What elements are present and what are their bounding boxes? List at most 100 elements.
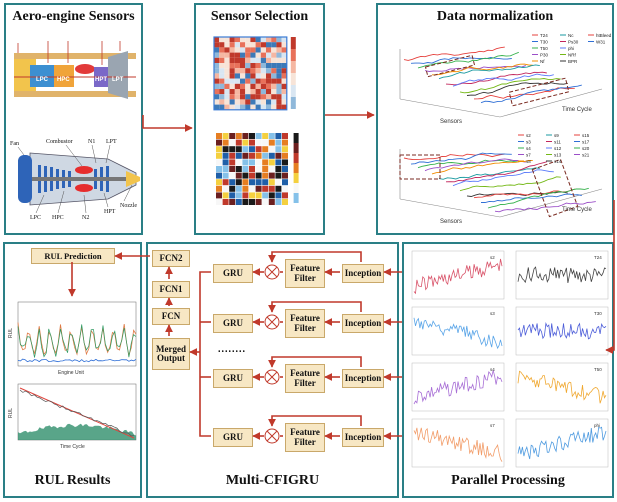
legend-label: W31 [596,40,606,45]
legend-label: T24 [540,33,548,38]
combustor-block [75,64,95,74]
heatmap-cell [271,73,277,79]
heatmap-cell [214,94,220,100]
colorbar-segment [290,49,296,61]
heatmap-cell [249,152,255,159]
heatmap-cell [260,78,266,84]
panel-title: RUL Results [34,473,111,488]
heatmap-cell [281,47,287,53]
heatmap-cell [219,47,225,53]
colorbar-segment [293,183,299,193]
heatmap-cell [282,166,288,172]
heatmap-cell [250,89,256,95]
heatmap-cell [281,57,287,63]
feature-filter-node-4: Feature Filter [285,423,325,452]
heatmap-cell [281,89,287,95]
heatmap-cell [235,166,242,172]
heatmap-cell [240,68,246,74]
heatmap-cell [276,73,282,79]
panel-sensor-selection: Sensor Selection [194,3,325,235]
heatmap-cell [214,89,220,95]
sensor-series-line [452,73,554,87]
heatmap-cell [222,139,229,146]
heatmap-cell [224,37,230,43]
panel-title: Data normalization [436,9,554,24]
legend-label: P30 [540,53,549,58]
label-fan: Fan [10,141,19,147]
sensor-series-line [403,153,505,161]
heatmap-cell [222,133,229,139]
sensor-series-line [417,51,519,69]
heatmap-cell [255,42,261,48]
heatmap-cell [255,63,261,69]
heatmap-cell [224,104,230,110]
heatmap-cell [245,89,251,95]
heatmap-cell [268,166,275,172]
heatmap-cell [242,192,249,199]
heatmap-cell [219,52,225,58]
heatmap-cell [268,179,275,186]
heatmap-cell [245,94,251,100]
legend-label: s2 [526,133,531,138]
heatmap-cell [266,83,272,89]
heatmap-cell [260,89,266,95]
heatmap-cell [250,104,256,110]
heatmap-cell [281,78,287,84]
label-lpt: LPT [112,77,124,83]
sensor-series-line [445,161,547,183]
heatmap-cell [222,146,229,153]
error-area [18,423,136,440]
axis-label-rul: RUL [8,408,14,418]
heatmap-cell [219,89,225,95]
heatmap-cell [262,199,269,205]
heatmap-cell [276,57,282,63]
legend-label: s7 [526,153,531,158]
heatmap-cell [216,172,222,179]
heatmap-cell [245,63,251,69]
heatmap-cell [276,83,282,89]
heatmap-cell [229,42,235,48]
label-nozzle: Nozzle [120,203,137,209]
label-combustor: Combustor [46,139,73,145]
heatmap-cell [266,52,272,58]
heatmap-cell [255,37,261,43]
heatmap-cell [249,185,255,192]
heatmap-cell [249,179,255,186]
heatmap-cell [249,199,255,205]
heatmap-cell [249,172,255,179]
heatmap-cell [275,185,282,192]
heatmap-cell [255,192,262,199]
heatmap-cell [222,152,229,159]
heatmap-cell [235,133,242,139]
heatmap-cell [255,68,261,74]
heatmap-cell [282,192,288,199]
heatmap-cell [271,37,277,43]
heatmap-cell [275,179,282,186]
heatmap-cell [235,199,242,205]
heatmap-cell [276,52,282,58]
heatmap-cell [214,78,220,84]
heatmap-cell [276,78,282,84]
heatmap-cell [229,152,236,159]
label-hpc-2: HPC [52,215,64,221]
heatmap-cell [260,104,266,110]
heatmap-cell [250,94,256,100]
sensor-subplot-frame [515,362,609,412]
heatmap-cell [240,37,246,43]
heatmap-cell [262,192,269,199]
axis-frame [399,88,603,118]
axis-label-sensors: Sensors [440,219,462,225]
sensor-subplot-frame [411,418,505,468]
heatmap-cell [216,159,222,166]
heatmap-cell [266,73,272,79]
colorbar-segment [293,143,299,153]
heatmap-cell [250,99,256,105]
heatmap-cell [222,192,229,199]
heatmap-cell [229,63,235,69]
inception-node-2: Inception [342,314,384,333]
heatmap-cell [242,179,249,186]
heatmap-cell [240,99,246,105]
label-lpt-2: LPT [106,139,117,145]
heatmap-cell [262,185,269,192]
